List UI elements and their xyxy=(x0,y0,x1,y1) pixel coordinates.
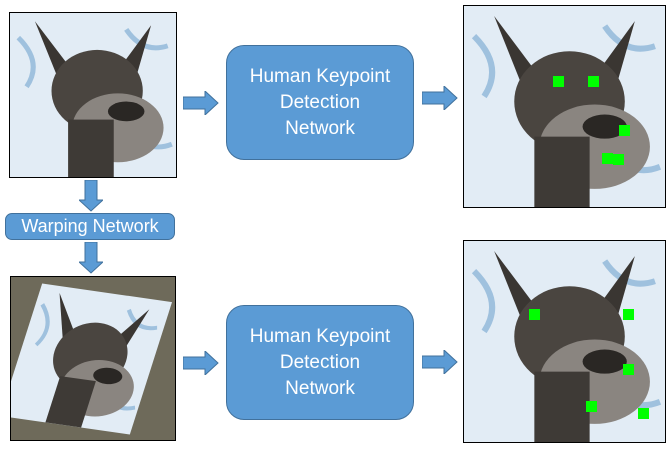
label: Detection xyxy=(279,351,361,373)
label: Network xyxy=(285,377,355,399)
keypoint-marker xyxy=(602,153,613,164)
input-donkey-image xyxy=(9,12,177,178)
label: Detection xyxy=(279,91,361,113)
down-arrow-icon xyxy=(79,242,103,274)
label: Warping Network xyxy=(21,216,159,236)
label: Network xyxy=(285,117,355,139)
top-output-image xyxy=(463,5,666,208)
right-arrow-icon xyxy=(183,91,219,115)
label: Human Keypoint xyxy=(249,325,391,347)
keypoint-marker xyxy=(586,401,597,412)
keypoint-marker xyxy=(623,309,634,320)
keypoint-marker xyxy=(588,76,599,87)
warped-donkey-image xyxy=(10,276,176,441)
keypoint-marker xyxy=(553,76,564,87)
down-arrow-icon xyxy=(79,180,103,212)
keypoint-marker xyxy=(619,125,630,136)
keypoint-marker xyxy=(623,364,634,375)
label: Human Keypoint xyxy=(249,65,391,87)
right-arrow-icon xyxy=(422,86,458,110)
warping-network-box: Warping Network xyxy=(5,213,175,240)
right-arrow-icon xyxy=(422,350,458,374)
keypoint-marker xyxy=(529,309,540,320)
keypoint-marker xyxy=(638,408,649,419)
bottom-output-image xyxy=(463,240,666,443)
right-arrow-icon xyxy=(183,351,219,375)
keypoint-marker xyxy=(613,154,624,165)
